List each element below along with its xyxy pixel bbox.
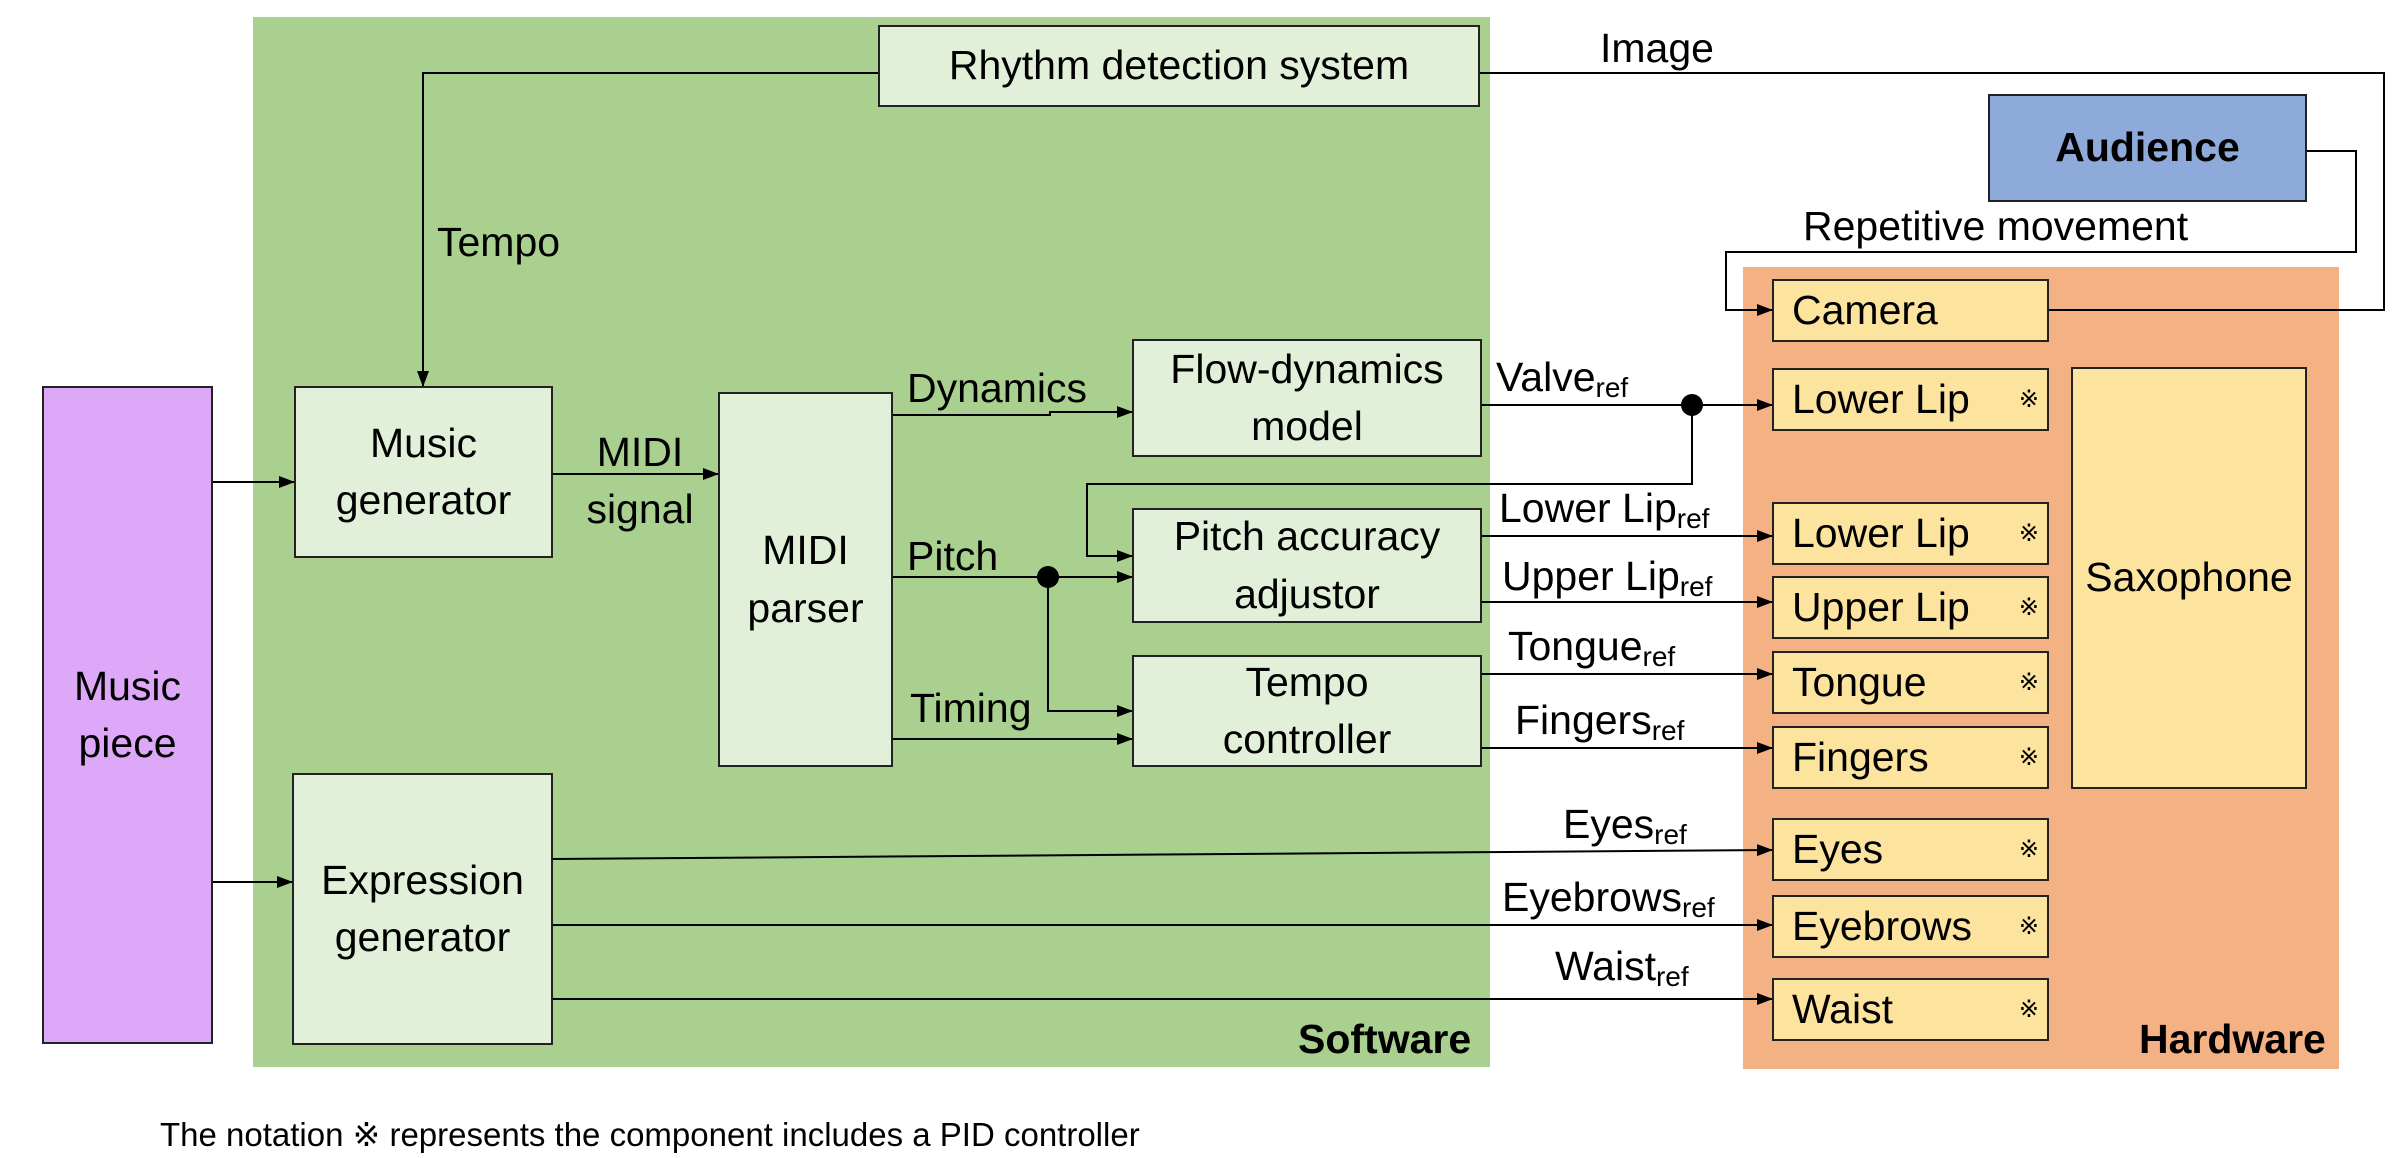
ref-subscript: ref — [1654, 819, 1687, 850]
signal-tongue-name: Tongue — [1508, 623, 1643, 669]
rhythm-detection-block: Rhythm detection system — [878, 25, 1480, 107]
actuator-eyes: Eyes ※ — [1772, 818, 2049, 881]
ref-subscript: ref — [1595, 372, 1629, 403]
actuator-eyebrows: Eyebrows ※ — [1772, 895, 2049, 958]
signal-dynamics-label: Dynamics — [907, 365, 1087, 411]
pid-mark: ※ — [2018, 743, 2039, 771]
signal-repetitive-movement-label: Repetitive movement — [1803, 203, 2189, 249]
signal-waist-ref-label: Waistref — [1555, 946, 1689, 991]
actuator-tongue: Tongue ※ — [1772, 651, 2049, 714]
signal-valve-ref-label: Valveref — [1496, 357, 1628, 402]
signal-upper-lip-name: Upper Lip — [1502, 553, 1680, 599]
pid-mark: ※ — [2018, 835, 2039, 863]
signal-image-label: Image — [1600, 25, 1714, 71]
signal-waist-name: Waist — [1555, 943, 1656, 989]
pid-mark: ※ — [2018, 519, 2039, 547]
signal-eyes-ref-label: Eyesref — [1563, 804, 1687, 849]
actuator-label: Eyebrows — [1792, 902, 1973, 949]
music-piece-block: Music piece — [42, 386, 213, 1044]
pid-mark: ※ — [2018, 593, 2039, 621]
signal-fingers-ref-label: Fingersref — [1515, 700, 1684, 745]
actuator-fingers: Fingers ※ — [1772, 726, 2049, 789]
camera-label: Camera — [1792, 286, 1938, 333]
saxophone-block: Saxophone — [2071, 367, 2307, 789]
audience-label: Audience — [2055, 124, 2240, 171]
ref-subscript: ref — [1651, 715, 1685, 746]
flow-dynamics-block: Flow-dynamics model — [1132, 339, 1482, 457]
pid-mark: ※ — [2018, 995, 2039, 1023]
wire-eyes-ref — [552, 844, 1773, 860]
junction-dot-pitch — [1037, 566, 1059, 588]
tempo-controller-label: Tempo controller — [1222, 658, 1392, 762]
ref-subscript: ref — [1676, 503, 1710, 534]
wire-image — [1480, 72, 2385, 311]
ref-subscript: ref — [1642, 641, 1676, 672]
wire-tempo — [417, 72, 878, 387]
actuator-waist: Waist ※ — [1772, 978, 2049, 1041]
pid-mark: ※ — [2018, 912, 2039, 940]
tempo-controller-block: Tempo controller — [1132, 655, 1482, 767]
wire-repetitive-movement — [1725, 150, 2357, 316]
wire-pitch-to-tempo — [1047, 577, 1133, 717]
midi-parser-block: MIDI parser — [718, 392, 893, 767]
ref-subscript: ref — [1679, 571, 1713, 602]
signal-eyebrows-ref-label: Eyebrowsref — [1502, 877, 1715, 922]
flow-dynamics-label: Flow-dynamics model — [1170, 345, 1444, 449]
signal-lower-lip-name: Lower Lip — [1499, 485, 1677, 531]
signal-upper-lip-ref-label: Upper Lipref — [1502, 556, 1712, 601]
pid-mark: ※ — [2018, 668, 2039, 696]
software-region-title: Software — [1298, 1016, 1472, 1062]
ref-subscript: ref — [1682, 892, 1715, 923]
actuator-label: Lower Lip — [1792, 509, 1970, 556]
music-generator-label: Music generator — [335, 419, 512, 523]
actuator-upper-lip: Upper Lip ※ — [1772, 576, 2049, 639]
audience-block: Audience — [1988, 94, 2307, 202]
signal-tempo-label: Tempo — [437, 219, 561, 265]
signal-tongue-ref-label: Tongueref — [1508, 626, 1675, 671]
junction-dot-valve — [1681, 394, 1703, 416]
signal-eyes-name: Eyes — [1563, 801, 1655, 847]
expression-generator-block: Expression generator — [292, 773, 553, 1045]
music-generator-block: Music generator — [294, 386, 553, 558]
wire-valve-feedback — [1086, 405, 1693, 562]
music-piece-label: Music piece — [73, 662, 182, 766]
midi-parser-label: MIDI parser — [747, 527, 864, 631]
signal-eyebrows-name: Eyebrows — [1502, 874, 1683, 920]
ref-subscript: ref — [1655, 961, 1689, 992]
actuator-label: Lower Lip — [1792, 375, 1970, 422]
actuator-label: Tongue — [1792, 658, 1927, 705]
actuator-label: Upper Lip — [1792, 583, 1970, 630]
footnote: The notation ※ represents the component … — [160, 1116, 1140, 1153]
signal-valve-name: Valve — [1496, 354, 1596, 400]
signal-lower-lip-ref-label: Lower Lipref — [1499, 488, 1709, 533]
pitch-adjustor-label: Pitch accuracy adjustor — [1173, 513, 1441, 617]
actuator-label: Waist — [1792, 985, 1893, 1032]
actuator-lower-lip: Lower Lip ※ — [1772, 502, 2049, 565]
rhythm-detection-label: Rhythm detection system — [948, 42, 1410, 89]
camera-block: Camera — [1772, 279, 2049, 342]
actuator-lower-lip-valve: Lower Lip ※ — [1772, 368, 2049, 431]
actuator-label: Fingers — [1792, 733, 1929, 780]
wire-dynamics — [893, 406, 1133, 418]
signal-timing-label: Timing — [910, 685, 1032, 731]
hardware-region-title: Hardware — [2139, 1016, 2326, 1062]
expression-generator-label: Expression generator — [321, 856, 524, 960]
signal-fingers-name: Fingers — [1515, 697, 1652, 743]
actuator-label: Eyes — [1792, 825, 1884, 872]
saxophone-label: Saxophone — [2085, 554, 2293, 601]
pitch-adjustor-block: Pitch accuracy adjustor — [1132, 508, 1482, 623]
signal-pitch-label: Pitch — [907, 533, 999, 579]
signal-midi-signal-label: MIDI signal — [586, 429, 694, 533]
pid-mark: ※ — [2018, 385, 2039, 413]
